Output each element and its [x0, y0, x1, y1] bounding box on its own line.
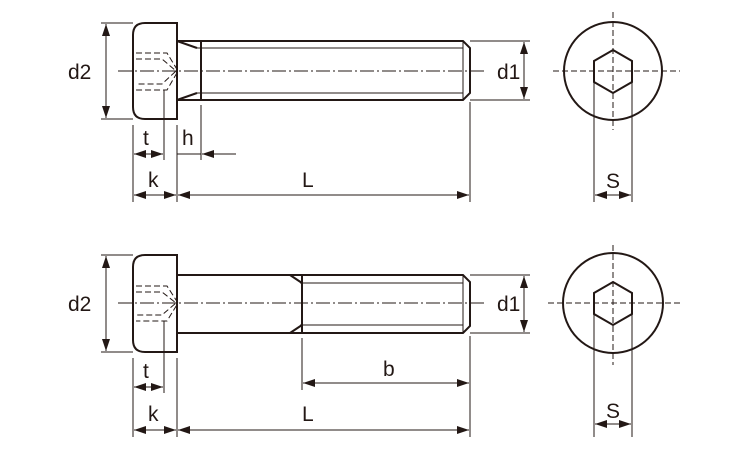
label-S: S — [606, 170, 620, 193]
label-L: L — [302, 169, 314, 192]
end-view-bottom: S — [548, 245, 682, 437]
end-view-top: S — [553, 12, 680, 202]
label-k: k — [148, 403, 159, 426]
label-b: b — [383, 358, 395, 381]
label-t: t — [143, 360, 149, 383]
label-k: k — [148, 169, 159, 192]
label-d1: d1 — [497, 293, 520, 316]
label-h: h — [182, 127, 194, 150]
label-d2: d2 — [68, 61, 91, 84]
label-L: L — [302, 403, 314, 426]
side-view-fully-threaded: d2 t h k L d1 — [68, 22, 530, 202]
label-d2: d2 — [68, 293, 91, 316]
label-d1: d1 — [497, 61, 520, 84]
label-t: t — [143, 127, 149, 150]
side-view-partially-threaded: d2 t k L b d1 — [68, 254, 530, 437]
label-S: S — [606, 400, 620, 423]
